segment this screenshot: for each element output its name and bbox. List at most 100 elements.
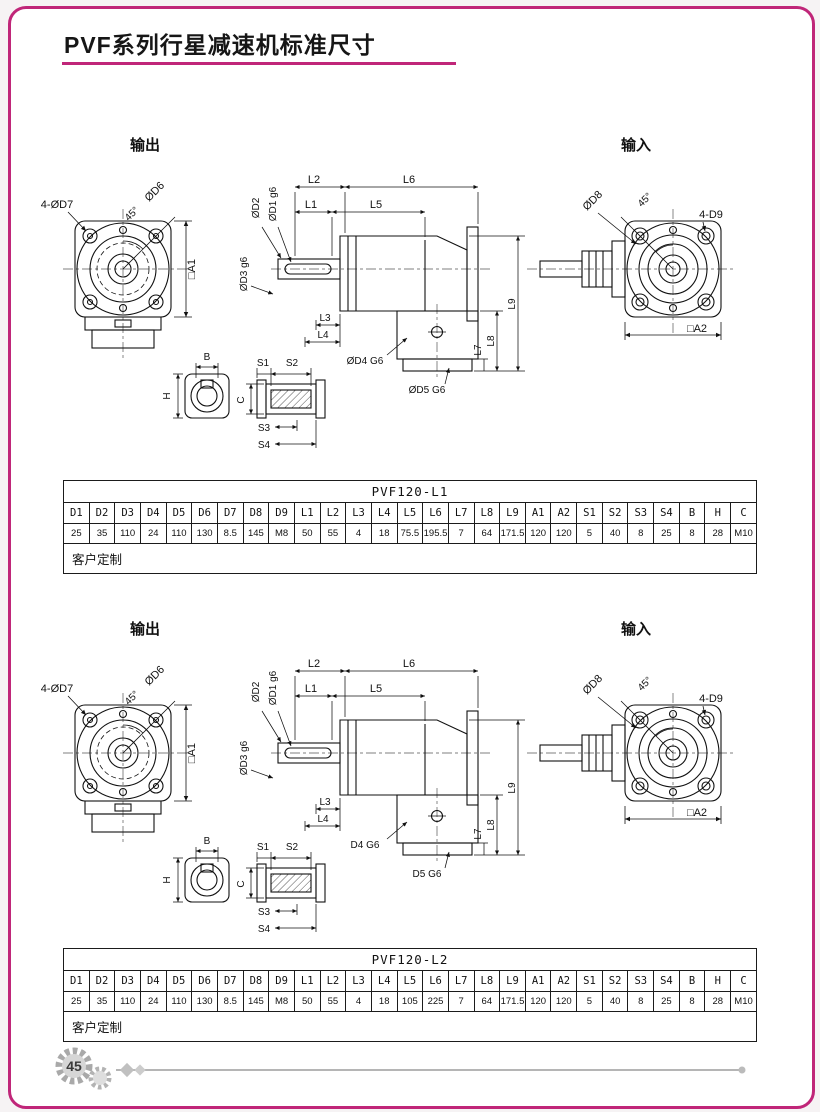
dim-l8: L8: [486, 819, 497, 831]
dim-d5: ØD5 G6: [409, 385, 446, 396]
dim-d4: ØD4 G6: [347, 356, 384, 367]
column-header: L7: [447, 502, 475, 524]
value-cell: 195.5: [422, 523, 449, 544]
dim-d1: ØD1 g6: [268, 186, 279, 221]
value-cell: 120: [550, 991, 578, 1012]
column-header: D7: [216, 502, 244, 524]
gear-decoration-icon: [55, 1047, 112, 1090]
value-cell: 35: [88, 523, 116, 544]
value-cell: 8: [678, 991, 706, 1012]
column-header: S3: [627, 502, 655, 524]
dim-l6: L6: [403, 658, 415, 670]
side-section-view: [277, 710, 479, 856]
output-annotations: [67, 211, 192, 318]
column-header: D8: [242, 970, 270, 992]
value-cell: 110: [165, 523, 193, 544]
dim-d8: ØD8: [581, 673, 605, 697]
page-title: PVF系列行星减速机标准尺寸: [64, 32, 376, 58]
value-cell: 120: [524, 991, 552, 1012]
column-header: S1: [576, 970, 603, 992]
column-header: D5: [165, 970, 193, 992]
dim-l5: L5: [370, 683, 382, 695]
column-header: S1: [576, 502, 603, 524]
shaft-end-view: [173, 847, 230, 903]
output-flange-view: [74, 704, 172, 833]
dim-s3: S3: [258, 907, 271, 918]
value-cell: 64: [473, 523, 501, 544]
title-underline: [62, 62, 456, 65]
value-cell: 5: [576, 991, 603, 1012]
input-annotations: [597, 212, 722, 340]
dim-d3: ØD3 g6: [239, 256, 250, 291]
column-header: L3: [345, 502, 372, 524]
dim-l3: L3: [319, 797, 331, 808]
dim-l9: L9: [507, 298, 518, 310]
page-footer: 45: [40, 1040, 760, 1096]
column-header: L1: [293, 970, 321, 992]
side-view-dimensions: [250, 184, 525, 385]
dim-h: H: [162, 392, 173, 399]
value-cell: 24: [139, 991, 167, 1012]
table-title: PVF120-L1: [63, 480, 757, 503]
value-cell: 75.5: [396, 523, 424, 544]
table-footer-row: 客户定制: [63, 543, 757, 574]
technical-drawing: 输出 输入 ØD6 45° 4-ØD7 □A1 B H S1 S2 C S3 S…: [41, 136, 735, 451]
value-cell: M8: [268, 991, 295, 1012]
bolt-holes: [631, 227, 715, 311]
column-header: L4: [370, 970, 398, 992]
column-header: L3: [345, 970, 372, 992]
value-cell: M10: [730, 523, 757, 544]
column-header: D9: [268, 970, 295, 992]
dim-l2: L2: [308, 174, 320, 186]
dim-s4: S4: [258, 440, 271, 451]
dim-c: C: [236, 880, 247, 887]
side-view-dimensions: [250, 668, 525, 869]
value-cell: 130: [191, 523, 218, 544]
value-cell: 8.5: [216, 991, 244, 1012]
column-header: D6: [191, 502, 218, 524]
dim-l1: L1: [305, 683, 317, 695]
dim-a2: □A2: [687, 323, 707, 335]
column-header: S2: [601, 970, 629, 992]
column-header: L8: [473, 970, 501, 992]
value-cell: 55: [319, 991, 347, 1012]
dim-d1: ØD1 g6: [268, 670, 279, 705]
key-section-view: [246, 852, 326, 932]
column-header: A1: [524, 502, 552, 524]
value-cell: 8: [627, 523, 655, 544]
bolt-holes: [82, 712, 164, 794]
input-annotations: [597, 696, 722, 824]
table-title-row: PVF120-L2: [63, 948, 757, 971]
value-cell: 145: [242, 991, 270, 1012]
dim-l8: L8: [486, 335, 497, 347]
column-header: D7: [216, 970, 244, 992]
value-cell: 7: [447, 991, 475, 1012]
dim-l7: L7: [473, 828, 484, 840]
section-1-drawing: 输出 输入 ØD6 45° 4-ØD7 □A1 B H S1 S2 C S3 S…: [35, 134, 759, 466]
value-cell: 55: [319, 523, 347, 544]
value-cell: 50: [293, 991, 321, 1012]
column-header: D1: [63, 970, 90, 992]
table-footer-row: 客户定制: [63, 1011, 757, 1042]
dim-l9: L9: [507, 782, 518, 794]
value-cell: M10: [730, 991, 757, 1012]
dim-s1: S1: [257, 358, 270, 369]
dim-d9: 4-D9: [699, 693, 723, 705]
input-flange-view: [539, 704, 722, 802]
input-label: 输入: [621, 136, 651, 154]
dim-angle-input: 45°: [636, 191, 654, 209]
value-cell: 225: [422, 991, 449, 1012]
bolt-holes: [631, 711, 715, 795]
column-header: L2: [319, 970, 347, 992]
value-cell: 105: [396, 991, 424, 1012]
value-cell: 8: [678, 523, 706, 544]
dim-d2: ØD2: [251, 197, 262, 218]
output-flange-view: [74, 220, 172, 349]
dim-l6: L6: [403, 174, 415, 186]
column-header: L9: [499, 502, 526, 524]
column-header: L2: [319, 502, 347, 524]
value-cell: 4: [345, 991, 372, 1012]
value-cell: 28: [704, 991, 732, 1012]
